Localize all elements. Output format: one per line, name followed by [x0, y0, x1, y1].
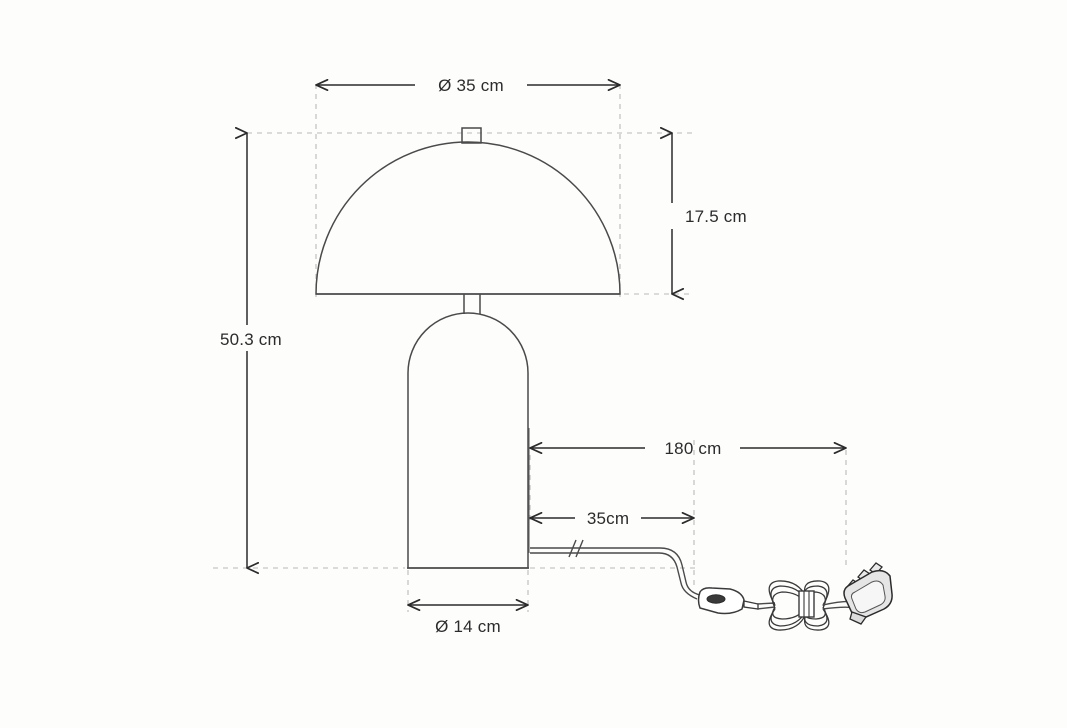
uk-three-pin-plug	[843, 562, 893, 625]
dim-label-shade-height: 17.5 cm	[685, 207, 747, 226]
power-cord	[530, 547, 701, 596]
dim-label-total-height: 50.3 cm	[220, 330, 282, 349]
coiled-cord-bundle	[768, 580, 830, 631]
bundle-band	[798, 590, 815, 618]
power-cord-assembly	[530, 539, 701, 600]
dim-label-base-diameter: Ø 14 cm	[435, 617, 501, 636]
break-mark	[568, 539, 584, 558]
guide-lines	[213, 84, 847, 612]
power-cord-second-line	[530, 552, 698, 600]
dim-label-cord-length: 180 cm	[665, 439, 722, 458]
dimension-shade-height: 17.5 cm	[642, 133, 747, 294]
dim-label-switch-distance: 35cm	[587, 509, 629, 528]
dimension-base-diameter: Ø 14 cm	[408, 605, 528, 636]
dim-label-shade-diameter: Ø 35 cm	[438, 76, 504, 95]
plug-cord-grip	[849, 611, 868, 625]
dimension-total-height: 50.3 cm	[205, 133, 291, 568]
rounded-cylinder-base	[407, 312, 529, 569]
dimension-shade-diameter: Ø 35 cm	[316, 76, 620, 95]
dimension-cord-length: 180 cm	[530, 439, 846, 458]
cord-run-mid	[756, 602, 776, 610]
switch-rocker	[706, 594, 726, 604]
inline-rocker-switch	[697, 587, 759, 615]
plug-face-detail	[850, 580, 886, 614]
dome-shade	[315, 141, 621, 295]
finial-cap	[461, 127, 482, 144]
dimension-switch-distance: 35cm	[530, 509, 694, 528]
lamp-body	[315, 127, 621, 569]
